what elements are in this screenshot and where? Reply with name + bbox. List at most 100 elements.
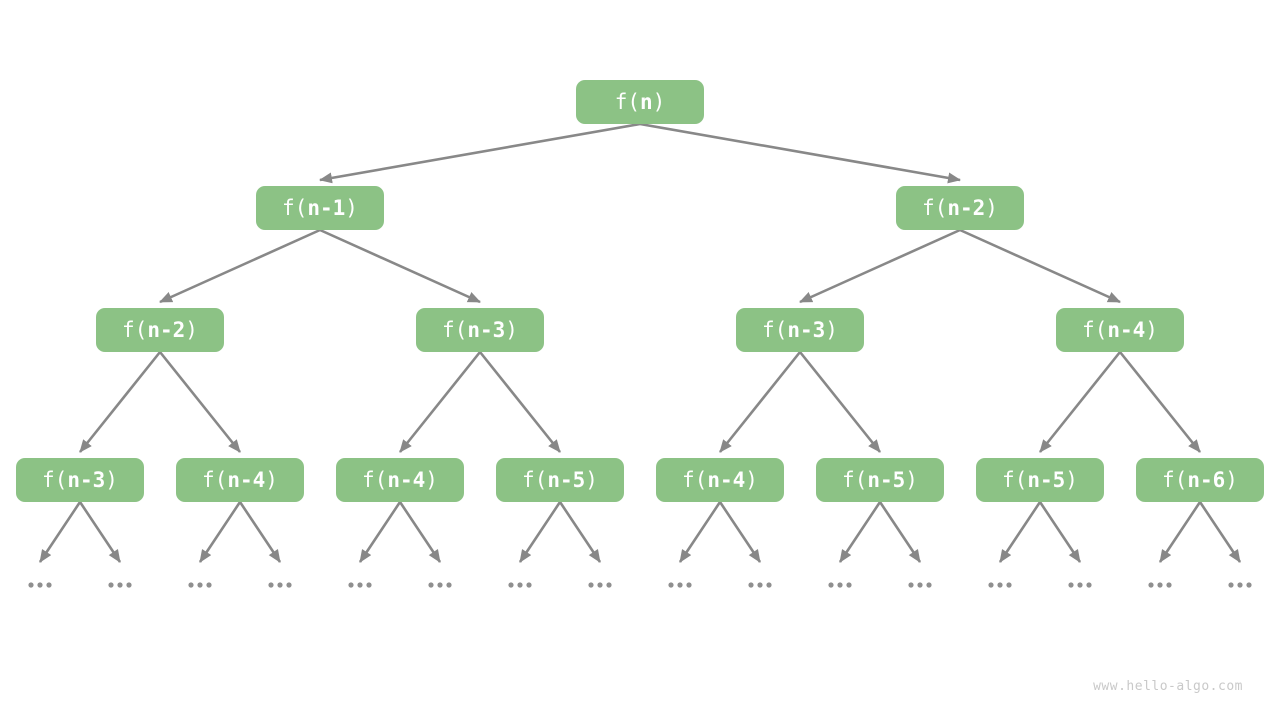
tree-node-label-post: )	[265, 468, 278, 492]
tree-node-box	[896, 186, 1024, 230]
leaf-dot	[446, 582, 452, 588]
leaf-dot	[28, 582, 34, 588]
tree-node-label: f(n-6)	[1162, 468, 1238, 492]
leaf-ellipsis	[828, 582, 852, 588]
leaf-dot	[1006, 582, 1012, 588]
tree-node-box	[16, 458, 144, 502]
tree-edge	[718, 351, 802, 453]
tree-edge	[798, 351, 882, 453]
tree-node-label-bold: n-4	[1107, 318, 1145, 342]
leaf-ellipsis	[268, 582, 292, 588]
tree-node-box	[736, 308, 864, 352]
leaf-dot	[988, 582, 994, 588]
tree-node-box	[576, 80, 704, 124]
tree-node-label: f(n-3)	[42, 468, 118, 492]
leaf-dot	[46, 582, 52, 588]
leaf-ellipsis	[188, 582, 212, 588]
tree-node-label: f(n-5)	[1002, 468, 1078, 492]
leaf-ellipsis	[108, 582, 132, 588]
leaf-dot	[37, 582, 43, 588]
tree-edge	[639, 122, 961, 184]
tree-edge	[878, 501, 922, 563]
tree-node-label-post: )	[585, 468, 598, 492]
tree-node-box	[816, 458, 944, 502]
leaf-dot	[686, 582, 692, 588]
tree-node-label-pre: f(	[42, 468, 67, 492]
leaf-dot	[748, 582, 754, 588]
tree-node-box	[1056, 308, 1184, 352]
tree-node: f(n-5)	[496, 458, 624, 502]
tree-node-label-pre: f(	[362, 468, 387, 492]
tree-node-label-bold: n-5	[547, 468, 585, 492]
leaf-dot	[1157, 582, 1163, 588]
tree-edge	[198, 501, 242, 563]
tree-node-box	[656, 458, 784, 502]
leaf-dot	[677, 582, 683, 588]
tree-node-box	[96, 308, 224, 352]
tree-edge	[799, 228, 961, 304]
tree-edge	[558, 501, 602, 563]
leaf-dot	[1246, 582, 1252, 588]
tree-node-label: f(n-4)	[362, 468, 438, 492]
tree-node: f(n-5)	[976, 458, 1104, 502]
tree-node-label-bold: n	[640, 90, 653, 114]
tree-node-label: f(n-3)	[762, 318, 838, 342]
tree-node-label-pre: f(	[122, 318, 147, 342]
leaf-dot	[428, 582, 434, 588]
leaf-ellipsis	[28, 582, 52, 588]
leaf-dot	[277, 582, 283, 588]
tree-edge	[718, 501, 762, 563]
leaf-dot	[1086, 582, 1092, 588]
tree-edge	[398, 351, 482, 453]
tree-node-label-bold: n-3	[467, 318, 505, 342]
leaf-dot	[908, 582, 914, 588]
tree-node-box	[256, 186, 384, 230]
leaf-dot	[668, 582, 674, 588]
leaf-dot	[1068, 582, 1074, 588]
tree-edge	[319, 122, 641, 184]
tree-node-label-bold: n-4	[227, 468, 265, 492]
tree-node: f(n-1)	[256, 186, 384, 230]
tree-node: f(n-3)	[16, 458, 144, 502]
leaf-dot	[828, 582, 834, 588]
leaf-dot	[366, 582, 372, 588]
tree-node-label-post: )	[825, 318, 838, 342]
leaf-ellipsis	[588, 582, 612, 588]
tree-node: f(n-2)	[896, 186, 1024, 230]
tree-node-label: f(n-3)	[442, 318, 518, 342]
tree-node-label-post: )	[425, 468, 438, 492]
leaf-dot	[126, 582, 132, 588]
tree-node-label-pre: f(	[682, 468, 707, 492]
tree-edge	[38, 501, 82, 563]
tree-node-box	[976, 458, 1104, 502]
tree-node-label-bold: n-4	[707, 468, 745, 492]
leaf-dot	[837, 582, 843, 588]
leaf-dot	[357, 582, 363, 588]
tree-node-label-bold: n-6	[1187, 468, 1225, 492]
leaf-ellipsis	[1228, 582, 1252, 588]
tree-node-label-pre: f(	[615, 90, 640, 114]
leaf-dot	[197, 582, 203, 588]
tree-node-label: f(n-4)	[1082, 318, 1158, 342]
tree-node-label-bold: n-1	[307, 196, 345, 220]
leaf-dot	[1237, 582, 1243, 588]
tree-node-label-pre: f(	[202, 468, 227, 492]
tree-node-label: f(n-4)	[682, 468, 758, 492]
tree-node-label-post: )	[105, 468, 118, 492]
tree-edge	[159, 228, 321, 304]
tree-edge	[358, 501, 402, 563]
tree-node: f(n-4)	[1056, 308, 1184, 352]
tree-node-label-pre: f(	[522, 468, 547, 492]
tree-edge	[158, 351, 242, 453]
leaf-dot	[348, 582, 354, 588]
tree-edge	[478, 351, 562, 453]
leaf-dot	[1228, 582, 1234, 588]
leaf-dot	[757, 582, 763, 588]
tree-node-label: f(n-4)	[202, 468, 278, 492]
tree-node: f(n-3)	[736, 308, 864, 352]
leaf-dot	[1166, 582, 1172, 588]
tree-node-label-post: )	[905, 468, 918, 492]
tree-node: f(n-5)	[816, 458, 944, 502]
